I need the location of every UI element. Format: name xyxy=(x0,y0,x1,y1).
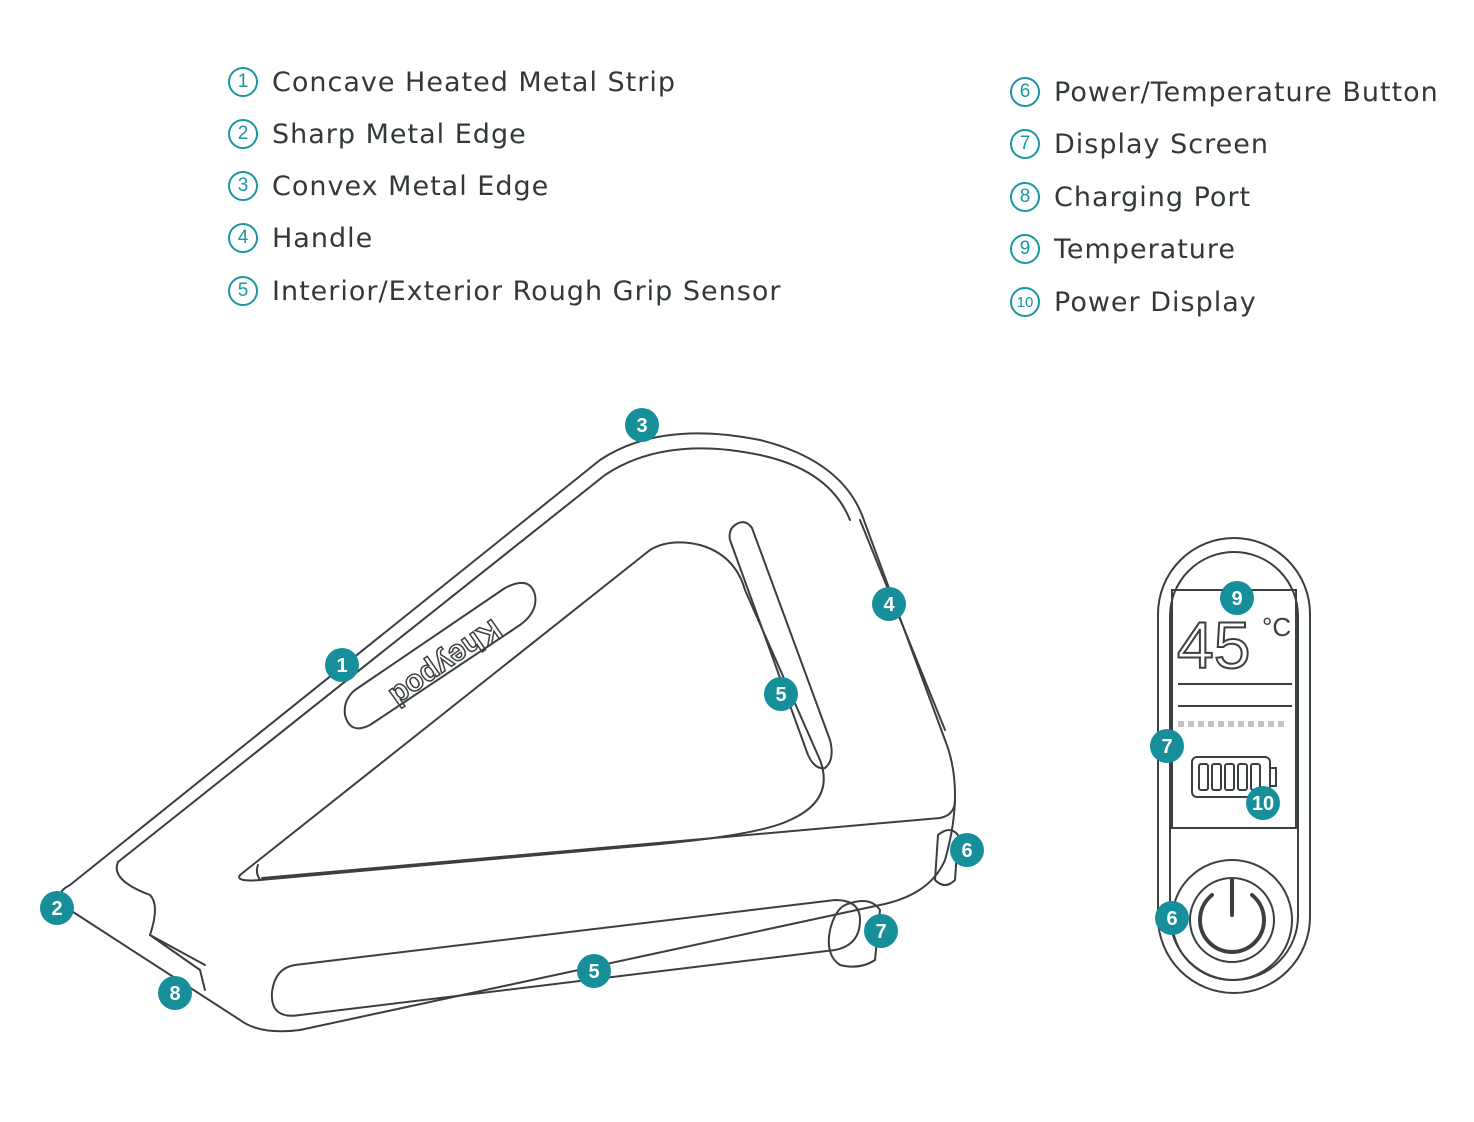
legend-item-1: 1 Concave Heated Metal Strip xyxy=(228,63,676,101)
marker-9: 9 xyxy=(1220,581,1254,615)
battery-bar xyxy=(1198,763,1209,791)
marker-5-inner: 5 xyxy=(764,677,798,711)
legend-item-5: 5 Interior/Exterior Rough Grip Sensor xyxy=(228,272,781,310)
svg-text:7: 7 xyxy=(875,921,886,943)
legend-number: 7 xyxy=(1010,129,1040,159)
device-inner-cutout xyxy=(238,541,825,882)
legend-item-7: 7 Display Screen xyxy=(1010,125,1269,163)
inner-grip-strip xyxy=(728,521,833,770)
display-panel xyxy=(1157,537,1311,994)
legend-label: Handle xyxy=(272,222,374,254)
marker-7: 7 xyxy=(864,914,898,948)
legend-label: Sharp Metal Edge xyxy=(272,118,527,150)
legend-number: 9 xyxy=(1010,234,1040,264)
legend-item-10: 10 Power Display xyxy=(1010,283,1257,321)
legend-number: 10 xyxy=(1010,287,1040,317)
marker-5-exterior: 5 xyxy=(577,954,611,988)
legend-number: 2 xyxy=(228,119,258,149)
marker-6-panel: 6 xyxy=(1155,901,1189,935)
marker-4: 4 xyxy=(872,587,906,621)
legend-number: 4 xyxy=(228,223,258,253)
power-icon xyxy=(1198,893,1266,954)
marker-2: 2 xyxy=(40,891,74,925)
marker-7-panel: 7 xyxy=(1150,729,1184,763)
legend-number: 3 xyxy=(228,171,258,201)
legend-label: Convex Metal Edge xyxy=(272,170,550,202)
svg-text:4: 4 xyxy=(883,594,895,616)
legend-item-8: 8 Charging Port xyxy=(1010,178,1251,216)
svg-text:7: 7 xyxy=(1161,736,1172,758)
device-outer-outline xyxy=(59,432,956,1033)
legend-label: Concave Heated Metal Strip xyxy=(272,66,677,98)
legend-label: Temperature xyxy=(1054,233,1237,265)
battery-bar xyxy=(1250,763,1261,791)
marker-8: 8 xyxy=(158,976,192,1010)
legend-number: 8 xyxy=(1010,182,1040,212)
legend-label: Power/Temperature Button xyxy=(1054,76,1439,108)
svg-text:10: 10 xyxy=(1252,793,1274,815)
legend-label: Charging Port xyxy=(1054,181,1252,213)
exterior-grip-strip xyxy=(270,899,861,1017)
device-front-edge xyxy=(115,861,206,991)
svg-text:6: 6 xyxy=(961,840,972,862)
device-bottom-ridge xyxy=(261,799,956,879)
legend-number: 6 xyxy=(1010,77,1040,107)
brand-plate xyxy=(343,581,537,730)
svg-text:1: 1 xyxy=(336,655,347,677)
svg-text:6: 6 xyxy=(1166,908,1177,930)
legend-label: Interior/Exterior Rough Grip Sensor xyxy=(272,275,782,307)
legend-number: 5 xyxy=(228,276,258,306)
legend-item-9: 9 Temperature xyxy=(1010,230,1236,268)
battery-bar xyxy=(1237,763,1248,791)
marker-3: 3 xyxy=(625,408,659,442)
svg-text:8: 8 xyxy=(169,983,180,1005)
marker-6: 6 xyxy=(950,833,984,867)
battery-bar xyxy=(1211,763,1222,791)
legend-item-2: 2 Sharp Metal Edge xyxy=(228,115,527,153)
svg-text:3: 3 xyxy=(636,415,647,437)
legend-item-6: 6 Power/Temperature Button xyxy=(1010,73,1439,111)
legend-label: Display Screen xyxy=(1054,128,1269,160)
marker-1: 1 xyxy=(325,648,359,682)
legend-label: Power Display xyxy=(1054,286,1257,318)
legend-number: 1 xyxy=(228,67,258,97)
display-panel-outer xyxy=(1157,537,1311,994)
temperature-value: 45 xyxy=(1177,608,1250,682)
svg-text:2: 2 xyxy=(51,898,62,920)
svg-text:5: 5 xyxy=(775,684,786,706)
marker-10: 10 xyxy=(1246,786,1280,820)
svg-text:9: 9 xyxy=(1231,588,1242,610)
legend-item-4: 4 Handle xyxy=(228,219,373,257)
device-top-rim xyxy=(117,447,851,863)
side-button xyxy=(934,829,959,886)
svg-text:5: 5 xyxy=(588,961,599,983)
legend-item-3: 3 Convex Metal Edge xyxy=(228,167,549,205)
battery-bar xyxy=(1224,763,1235,791)
side-display-window xyxy=(827,900,881,968)
temperature-unit: °C xyxy=(1262,612,1291,642)
